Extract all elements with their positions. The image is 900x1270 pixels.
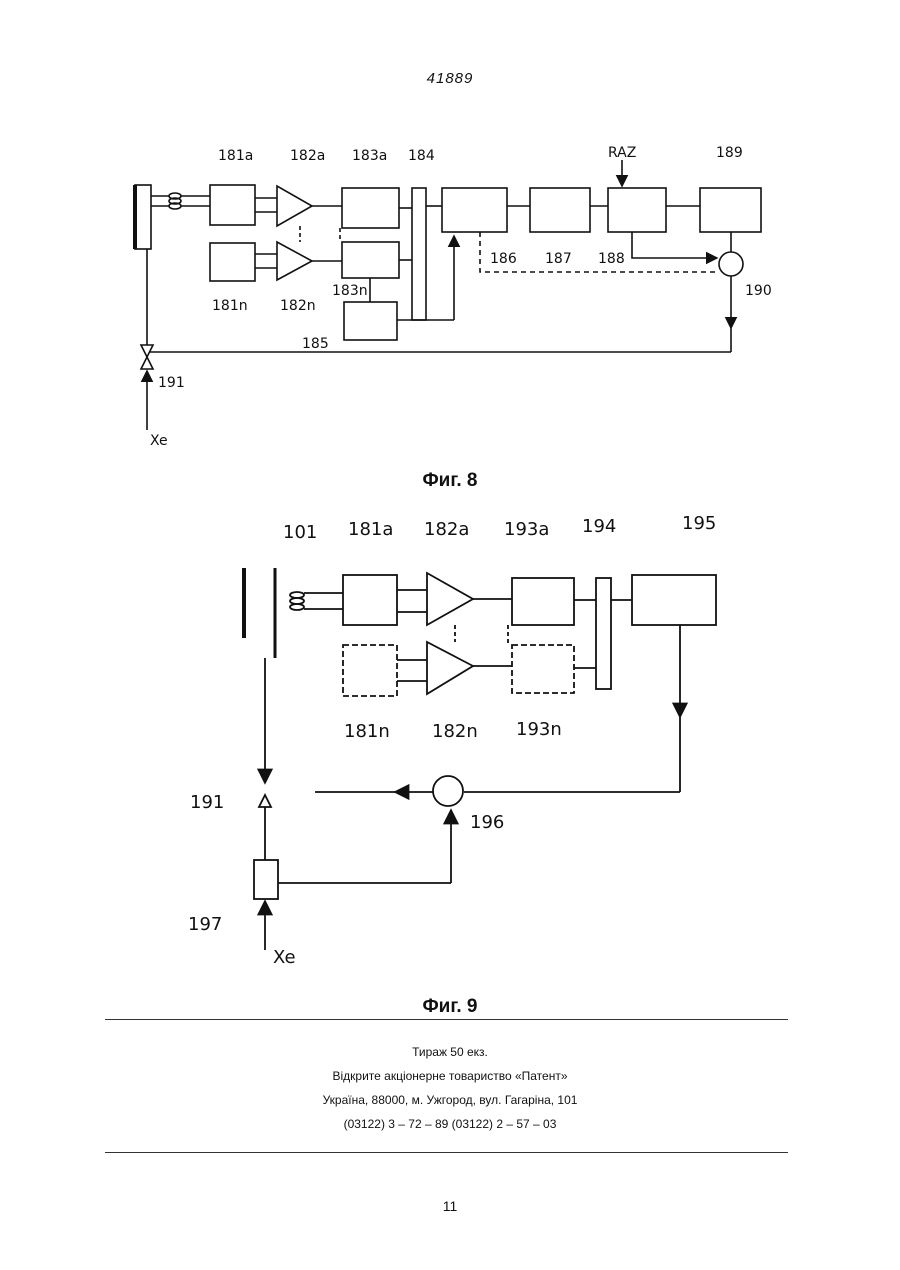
bus-194: [596, 578, 611, 689]
label-195: 195: [682, 513, 716, 534]
block-181a: [343, 575, 397, 625]
label-191: 191: [190, 792, 224, 813]
label-189: 189: [716, 145, 743, 161]
block-186: [442, 188, 507, 232]
label-194: 194: [582, 516, 616, 537]
label-181a: 181a: [348, 519, 393, 540]
amplifier-182a: [427, 573, 473, 625]
block-183n: [342, 242, 399, 278]
imprint-publisher: Відкрите акціонерне товариство «Патент»: [0, 1064, 900, 1088]
imprint-phones: (03122) 3 – 72 – 89 (03122) 2 – 57 – 03: [0, 1112, 900, 1136]
label-188: 188: [598, 251, 625, 267]
label-193n: 193n: [516, 719, 562, 740]
bus-184: [412, 188, 426, 320]
publisher-imprint: Тираж 50 екз. Відкрите акціонерне товари…: [0, 1040, 900, 1136]
label-187: 187: [545, 251, 572, 267]
page-number: 11: [0, 1198, 900, 1214]
block-188: [608, 188, 666, 232]
figure-9-diagram: 101 181a 182a 193a 194 195 181n 182n 193…: [0, 505, 900, 975]
block-189: [700, 188, 761, 232]
divider-bottom: [105, 1152, 788, 1153]
divider-top: [105, 1019, 788, 1020]
block-193n: [512, 645, 574, 693]
label-raz: RAZ: [608, 145, 636, 161]
block-181a: [210, 185, 255, 225]
label-196: 196: [470, 812, 504, 833]
block-181n: [343, 645, 397, 696]
label-101: 101: [283, 522, 317, 543]
label-183n: 183n: [332, 283, 368, 299]
label-184: 184: [408, 148, 435, 164]
label-182a: 182a: [290, 148, 325, 164]
block-187: [530, 188, 590, 232]
valve-191-icon: [259, 795, 271, 807]
label-190: 190: [745, 283, 772, 299]
label-xe: Xe: [273, 947, 296, 968]
coil-icon: [169, 193, 181, 209]
label-197: 197: [188, 914, 222, 935]
imprint-circulation: Тираж 50 екз.: [0, 1040, 900, 1064]
label-182a: 182a: [424, 519, 469, 540]
label-xe: Xe: [150, 433, 168, 449]
figure-9-caption: Фиг. 9: [0, 996, 900, 1018]
amplifier-182n: [277, 242, 312, 280]
label-186: 186: [490, 251, 517, 267]
label-182n: 182n: [280, 298, 316, 314]
amplifier-182n: [427, 642, 473, 694]
label-183a: 183a: [352, 148, 387, 164]
figure-8-caption: Фиг. 8: [0, 470, 900, 492]
block-193a: [512, 578, 574, 625]
sensor-plate: [135, 185, 151, 249]
block-185: [344, 302, 397, 340]
label-191: 191: [158, 375, 185, 391]
block-183a: [342, 188, 399, 228]
block-197: [254, 860, 278, 899]
figure-8-diagram: 181a 182a 183a 184 RAZ 189 186 187 188 1…: [0, 130, 900, 460]
label-181n: 181n: [212, 298, 248, 314]
block-181n: [210, 243, 255, 281]
label-193a: 193a: [504, 519, 549, 540]
summing-node-196: [433, 776, 463, 806]
label-181a: 181a: [218, 148, 253, 164]
imprint-address: Україна, 88000, м. Ужгород, вул. Гагарін…: [0, 1088, 900, 1112]
label-182n: 182n: [432, 721, 478, 742]
patent-number: 41889: [0, 70, 900, 87]
coil-101-icon: [290, 592, 304, 610]
label-181n: 181n: [344, 721, 390, 742]
amplifier-182a: [277, 186, 312, 226]
summing-node-190: [719, 252, 743, 276]
block-195: [632, 575, 716, 625]
valve-191-icon: [141, 345, 153, 369]
label-185: 185: [302, 336, 329, 352]
